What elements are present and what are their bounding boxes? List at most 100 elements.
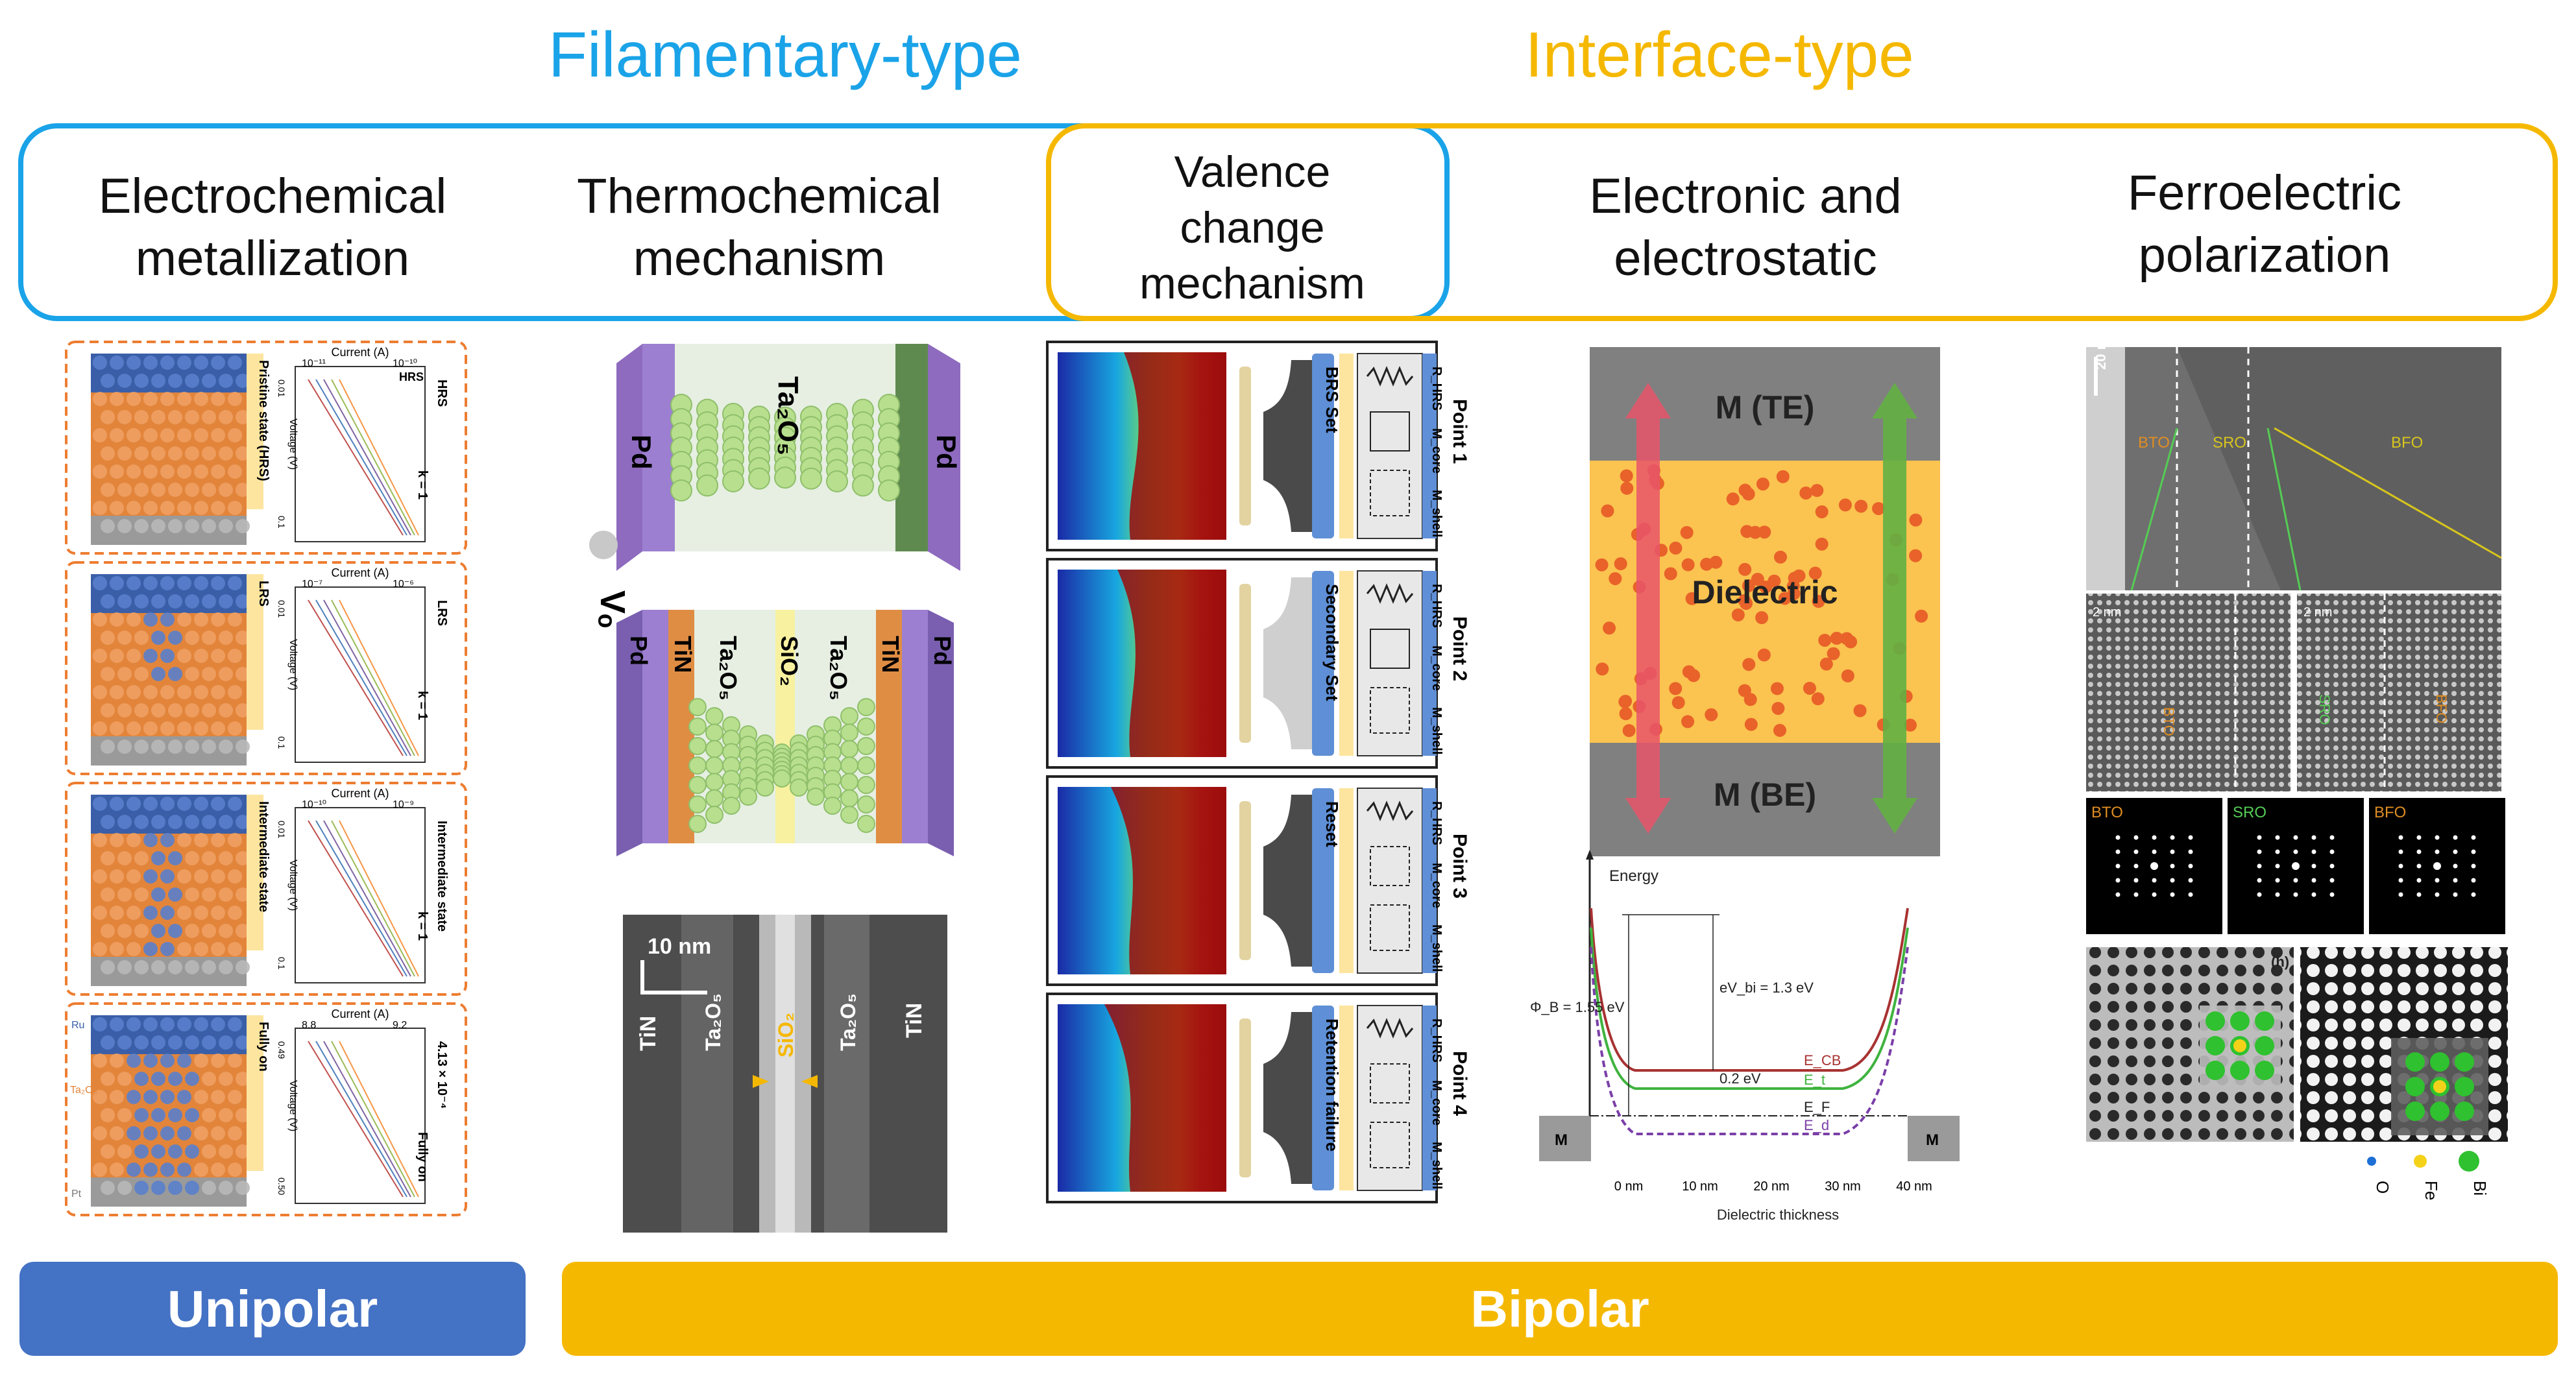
oxygen-vacancy-dot [1664,567,1677,581]
vcm-circuit [1357,788,1423,974]
ecm-xtick-a: 0.01 [276,380,287,397]
ecm-iv-plot [295,366,426,542]
ecm-tick-a: 10⁻⁷ [302,579,322,590]
oxygen-vacancy-dot [1700,557,1714,571]
ecm-tick-a: 10⁻¹⁰ [302,799,326,810]
oxygen-vacancy-dot [1603,621,1616,635]
bi-atom [2405,1102,2425,1121]
ecm-xtick-b: 0.1 [276,736,287,749]
oxygen-vacancy-dot [1773,550,1787,564]
ecm-xtick-b: 0.1 [276,516,287,529]
tem-ta-right: Ta₂O₅ [836,993,860,1051]
ferro-sro-top: SRO [2213,434,2246,452]
ferro-bfo-top: BFO [2391,434,2423,452]
ferro-legend-label: O [2373,1181,2392,1194]
oxygen-vacancy-dot [1909,513,1923,527]
vcm-circuit-label: M_shell [1429,490,1444,537]
ferro-scale-top: 20 nm [2093,344,2109,370]
band-xlabel: Dielectric thickness [1717,1207,1839,1223]
bi-atom [2230,1061,2250,1080]
bipolar-bar: Bipolar [562,1262,2558,1356]
band-energy-label: Energy [1609,867,1659,885]
oxygen-vacancy-dot [1841,669,1854,682]
ferro-2nm-right: 2 nm [2303,605,2332,620]
ferro-title-line2: polarization [2138,228,2391,283]
tem-scale-bar [640,960,707,994]
tcm-top-oxide-label: Ta₂O₅ [772,376,804,455]
ferro-svg: 20 nm BTO SRO BFO 2 nm 2 nm BTO SRO BFO … [2086,328,2508,1200]
ecm-layer-ta: Ta₂O₅ [70,1085,97,1096]
oxygen-vacancy-dot [1595,558,1609,572]
oxygen-vacancy-dot [1681,558,1695,572]
vcm-filament-shape [1263,795,1312,967]
oxygen-vacancy-dot [1680,525,1694,539]
ecm-iv-curve [331,379,415,536]
vcm-point-label: Point 1 [1449,399,1470,464]
vcm-circuit-label: R_HRS [1429,1018,1444,1063]
vcm-circuit-label: M_core [1429,1080,1444,1126]
oxygen-vacancy-dot [1756,477,1769,491]
oxygen-vacancy-dot [1619,707,1633,721]
top-electrode-label: M (TE) [1716,389,1815,426]
ecm-iv-plot [295,586,426,763]
vcm-point-label: Point 4 [1449,1051,1470,1116]
band-gap-label: 0.2 eV [1719,1070,1761,1087]
ferro-fft-label: BTO [2091,804,2123,821]
ferro-h-label: (h) [2271,954,2289,970]
ecm-iv-curve [315,599,407,756]
vcm-circuit [1357,570,1423,756]
unipolar-bar: Unipolar [19,1262,526,1356]
ferro-lattice-right [2297,594,2501,791]
oxygen-vacancy-dot [1622,724,1636,738]
vcm-title-line1: Valence [1174,147,1331,197]
tcm-pd-left: Pd [626,435,657,470]
oxygen-vacancy-dot [1815,505,1829,518]
ecm-iv-curve [323,1041,411,1198]
ecm-tick-b: 9.2 [393,1020,407,1031]
oxygen-vacancy-dot [1738,594,1751,607]
oxygen-vacancy-dot [1744,693,1757,706]
vcm-filament-shape [1263,1012,1312,1184]
ferro-lattice-left [2086,594,2290,791]
ferro-legend-label: Fe [2422,1181,2441,1200]
conduction-band-curve [1590,908,1909,1072]
tcm-layer-label: Ta₂O₅ [825,636,852,701]
ecm-axis-top: Current (A) [331,346,389,359]
tcm-title-line2: mechanism [633,231,886,286]
oxygen-vacancy-dot [1830,631,1843,645]
tem-arrow-right [801,1075,818,1088]
ecm-axis-top: Current (A) [331,1007,389,1020]
ecm-iv-curve [331,1041,415,1198]
ferro-fft-panel: SRO [2228,798,2364,934]
band-metal-left: M [1555,1131,1568,1149]
oxygen-vacancy-dot [1609,572,1622,585]
ecm-iv-plot [295,807,426,983]
bi-atom [2455,1102,2474,1121]
ecm-xlabel: Voltage (V) [287,639,298,690]
resistor-icon [1366,366,1414,387]
bi-atom [2205,1011,2225,1031]
oxygen-vacancy-dot [1776,470,1790,483]
electronic-title-line1: Electronic and [1589,169,1902,224]
ferro-legend-dot [2459,1151,2479,1172]
oxygen-vacancy-dot [1742,658,1756,671]
ferro-fft-panel: BFO [2369,798,2505,934]
ecm-title-line2: metallization [135,231,410,286]
ecm-side-label: 4.13 × 10⁻⁴ [435,1041,449,1109]
ecm-state-label: Pristine state (HRS) [256,360,271,481]
bi-atom [2205,1061,2225,1080]
ecm-slope-label: k = 1 [415,911,430,941]
oxygen-vacancy-dot [1758,525,1771,539]
ecm-layer-pt: Pt [71,1188,82,1199]
oxygen-vacancy-dot [1685,592,1699,605]
tem-tin-left: TiN [636,1016,661,1051]
bi-atom [2405,1052,2425,1072]
ecm-xlabel: Voltage (V) [287,1080,298,1131]
vcm-circuit-label: R_HRS [1429,584,1444,628]
band-vbi-label: eV_bi = 1.3 eV [1719,980,1814,996]
